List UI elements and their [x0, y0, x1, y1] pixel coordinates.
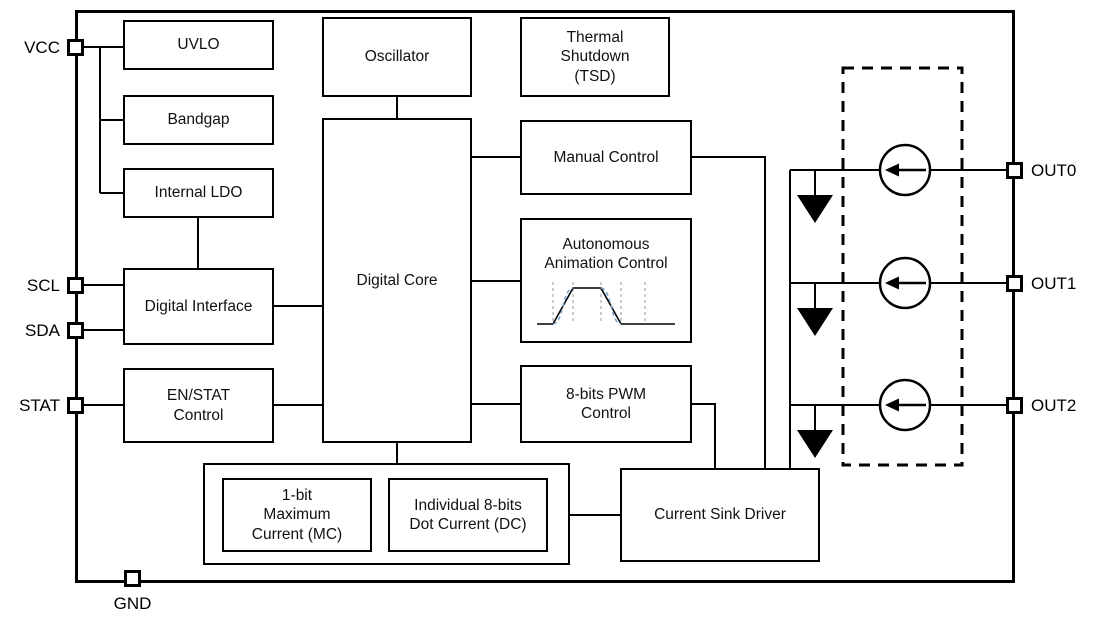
wire-pwm-to-sink	[692, 403, 716, 468]
block-uvlo: UVLO	[123, 20, 274, 70]
block-oscillator: Oscillator	[322, 17, 472, 97]
pin-vcc	[67, 39, 84, 56]
pin-gnd	[124, 570, 141, 587]
block-digital-core: Digital Core	[322, 118, 472, 443]
current-source-icon-out0	[878, 143, 932, 197]
current-source-symbols	[878, 143, 932, 432]
waveform-ramp-trace	[537, 287, 675, 326]
wire-vcc-net	[84, 46, 123, 194]
current-source-icon-out1	[878, 256, 932, 310]
pin-stat	[67, 397, 84, 414]
waveform-curve-rise	[552, 287, 574, 326]
pin-out0	[1006, 162, 1023, 179]
block-current-sink-driver: Current Sink Driver	[620, 468, 820, 562]
wire-i2c	[84, 284, 123, 331]
pin-out1	[1006, 275, 1023, 292]
pin-label-vcc: VCC	[24, 38, 60, 57]
block-autonomous-animation-control: Autonomous Animation Control	[520, 218, 692, 343]
current-source-icon-out2	[878, 378, 932, 432]
sink-current-arrows	[797, 170, 833, 458]
pin-scl	[67, 277, 84, 294]
wire-core-to-controls	[472, 156, 520, 405]
block-digital-interface: Digital Interface	[123, 268, 274, 345]
output-stage-dashed-box	[841, 66, 964, 467]
wire-manual-to-sink	[692, 156, 766, 468]
waveform-curve-fall	[600, 287, 622, 326]
chip-boundary	[75, 10, 1015, 583]
pin-label-out1: OUT1	[1031, 274, 1077, 293]
down-arrow-icon-out1	[797, 283, 833, 336]
block-thermal-shutdown: Thermal Shutdown (TSD)	[520, 17, 670, 97]
pin-label-sda: SDA	[25, 321, 60, 340]
pin-label-gnd: GND	[113, 594, 152, 613]
pin-label-scl: SCL	[26, 276, 60, 295]
pin-label-out2: OUT2	[1031, 396, 1077, 415]
autonomous-animation-label: Autonomous Animation Control	[544, 235, 668, 272]
pin-sda	[67, 322, 84, 339]
wire-to-digital-core	[274, 305, 322, 406]
block-internal-ldo: Internal LDO	[123, 168, 274, 218]
down-arrow-icon-out0	[797, 170, 833, 223]
block-dot-current: Individual 8-bits Dot Current (DC)	[388, 478, 548, 552]
block-pwm-control: 8-bits PWM Control	[520, 365, 692, 443]
pin-label-out0: OUT0	[1031, 161, 1077, 180]
down-arrow-icon-out2	[797, 405, 833, 458]
pin-label-stat: STAT	[19, 396, 60, 415]
block-bandgap: Bandgap	[123, 95, 274, 145]
block-en-stat-control: EN/STAT Control	[123, 368, 274, 443]
block-manual-control: Manual Control	[520, 120, 692, 195]
block-max-current: 1-bit Maximum Current (MC)	[222, 478, 372, 552]
animation-waveform-icon	[537, 282, 675, 326]
pin-out2	[1006, 397, 1023, 414]
